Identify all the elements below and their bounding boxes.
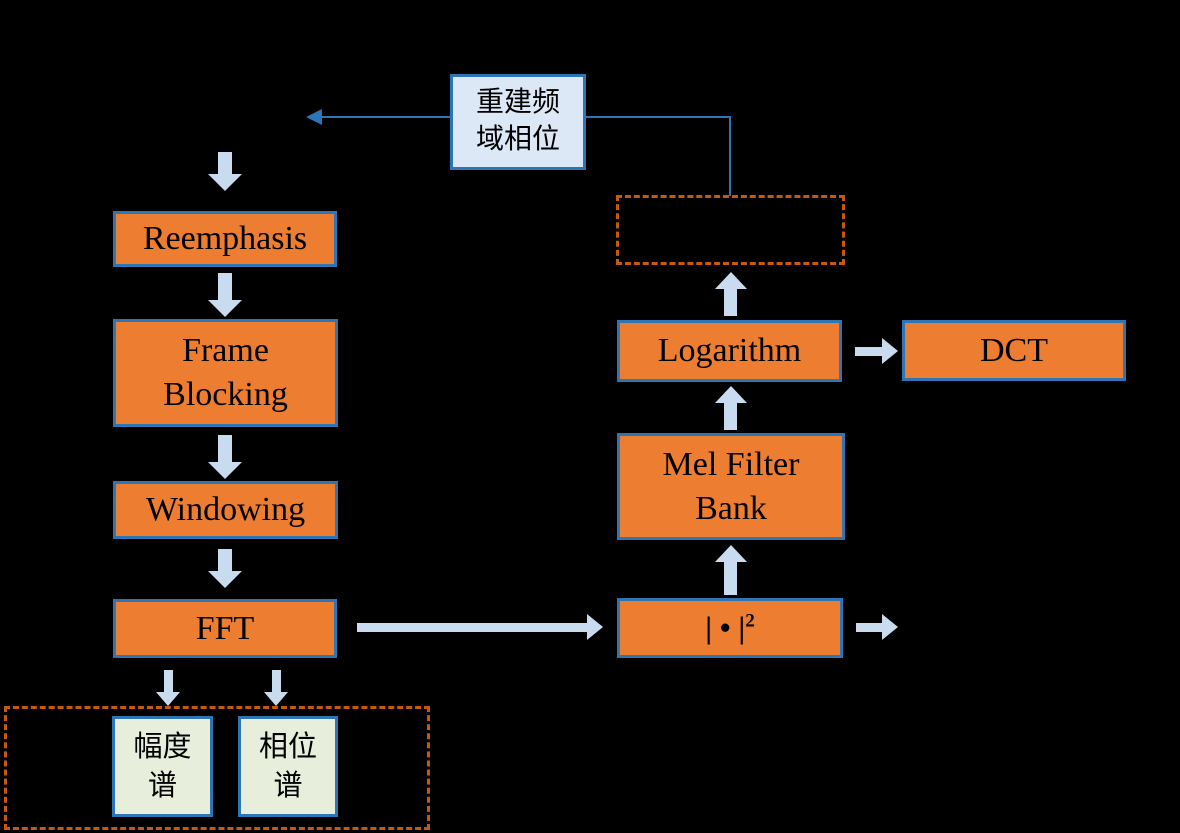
arrow-shaft <box>724 403 737 430</box>
power-label: | • |2 <box>705 610 755 646</box>
arrow-down-icon <box>208 462 242 479</box>
arrow-shaft <box>272 670 281 692</box>
arrow-shaft <box>357 623 587 632</box>
arrowhead-left-icon <box>306 109 322 125</box>
arrow-up-icon <box>715 386 747 403</box>
arrow-right-icon <box>882 614 898 640</box>
node-fft: FFT <box>113 599 337 658</box>
arrow-shaft <box>218 273 232 300</box>
arrow-up-icon <box>715 272 747 289</box>
arrow-shaft <box>855 347 882 356</box>
node-reemphasis: Reemphasis <box>113 211 337 267</box>
node-frame-blocking: Frame Blocking <box>113 319 338 427</box>
arrow-shaft <box>218 549 232 571</box>
arrow-down-icon <box>208 300 242 317</box>
node-magnitude-spectrum: 幅度 谱 <box>112 716 213 817</box>
arrow-shaft <box>856 623 882 632</box>
arrow-shaft <box>724 289 737 316</box>
node-power-spectrum: | • |2 <box>617 598 843 658</box>
arrow-down-icon <box>208 571 242 588</box>
node-phase-spectrum: 相位 谱 <box>238 716 338 817</box>
arrow-down-icon <box>156 692 180 706</box>
arrow-down-icon <box>208 174 242 191</box>
arrow-up-icon <box>715 545 747 562</box>
node-rebuild-phase: 重建频 域相位 <box>450 74 586 170</box>
arrow-right-icon <box>882 338 898 364</box>
connector-rebuild-phase-right <box>586 116 731 118</box>
arrow-shaft <box>218 152 232 174</box>
connector-down-to-hidden-box <box>729 116 731 196</box>
node-dct: DCT <box>902 320 1126 381</box>
arrow-shaft <box>164 670 173 692</box>
arrow-right-icon <box>587 614 603 640</box>
node-mel-filter-bank: Mel Filter Bank <box>617 433 845 540</box>
arrow-shaft <box>724 562 737 595</box>
connector-rebuild-phase-left <box>320 116 450 118</box>
arrow-down-icon <box>264 692 288 706</box>
node-windowing: Windowing <box>113 481 338 539</box>
node-logarithm: Logarithm <box>617 320 842 382</box>
power-superscript: 2 <box>745 610 755 632</box>
arrow-shaft <box>218 435 232 462</box>
dashed-spectra-group-box <box>4 706 430 830</box>
dashed-hidden-output-box <box>616 195 845 265</box>
